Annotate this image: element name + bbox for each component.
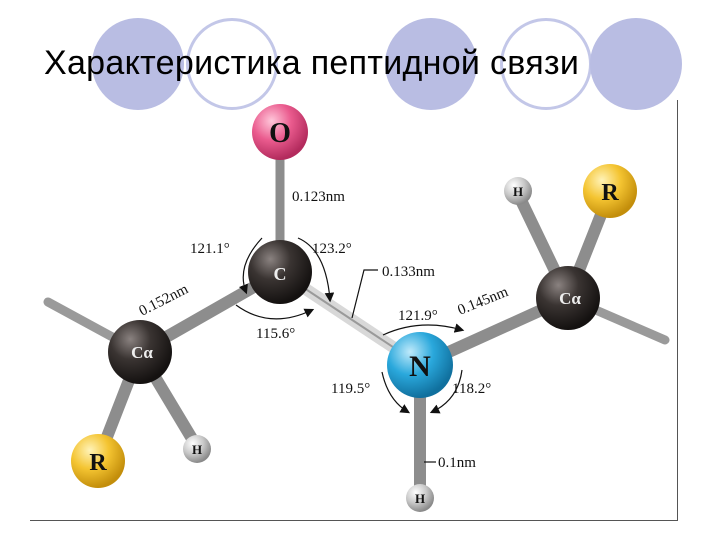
svg-text:H: H: [513, 184, 523, 199]
svg-text:H: H: [192, 442, 202, 457]
slide-title: Характеристика пептидной связи: [44, 44, 580, 82]
label-angle-ca-c-o: 121.1°: [190, 241, 230, 257]
atom-h-right: H: [504, 177, 532, 205]
svg-text:C: C: [274, 264, 287, 284]
decor-circle-1: [92, 18, 184, 110]
atom-r-left: R: [71, 434, 125, 488]
atom-n: N: [387, 332, 453, 398]
frame-right-border: [677, 100, 678, 521]
arc-ca-n-h: [429, 369, 463, 414]
atom-ca-right: Cα: [536, 266, 600, 330]
label-angle-ca-n-h: 118.2°: [452, 381, 491, 397]
atom-c: C: [248, 240, 312, 304]
atom-h-left: H: [183, 435, 211, 463]
atom-ca-left: Cα: [108, 320, 172, 384]
atom-h-n: H: [406, 484, 434, 512]
arc-c-n-ca: [382, 323, 465, 336]
decor-ring-1: [186, 18, 278, 110]
atom-o: O: [252, 104, 308, 160]
svg-text:Cα: Cα: [131, 343, 153, 362]
arc-o-c-n: [297, 237, 335, 303]
svg-text:O: O: [269, 118, 291, 149]
label-c-o-length: 0.123nm: [292, 189, 345, 205]
label-angle-c-n-h: 119.5°: [331, 381, 370, 397]
decor-circle-2: [385, 18, 477, 110]
svg-text:N: N: [409, 350, 431, 383]
arc-ca-c-o: [238, 237, 263, 295]
label-ca-c-length: 0.152nm: [137, 281, 192, 319]
label-c-n-length: 0.133nm: [382, 264, 435, 280]
label-angle-ca-c-n: 115.6°: [256, 326, 295, 342]
arc-c-n-h: [381, 371, 411, 414]
label-angle-o-c-n: 123.2°: [312, 241, 352, 257]
label-angle-c-n-ca: 121.9°: [398, 308, 438, 324]
atom-r-right: R: [583, 164, 637, 218]
frame-bottom-border: [30, 520, 678, 521]
svg-text:H: H: [415, 491, 425, 506]
leader-c-n: [351, 269, 378, 319]
svg-text:R: R: [89, 450, 107, 476]
svg-text:Cα: Cα: [559, 289, 581, 308]
decor-circle-3: [590, 18, 682, 110]
arc-ca-c-n: [235, 304, 315, 320]
label-n-h-length: 0.1nm: [438, 455, 476, 471]
svg-text:R: R: [601, 180, 619, 206]
label-n-ca-length: 0.145nm: [456, 284, 511, 319]
